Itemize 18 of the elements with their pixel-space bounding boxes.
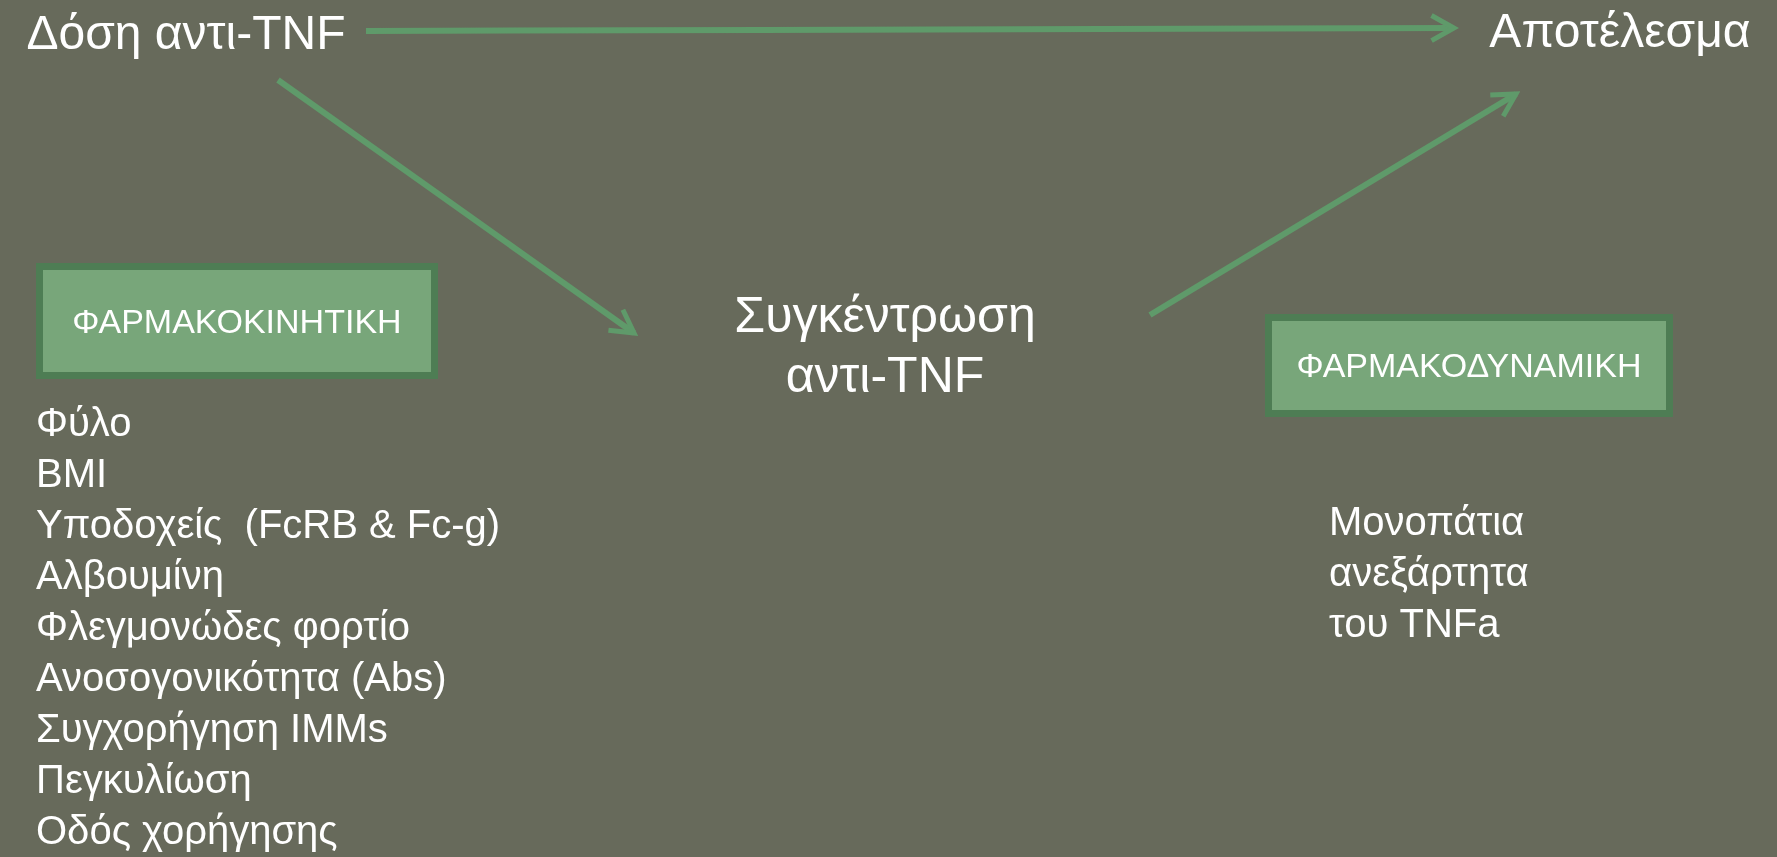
arrow (276, 77, 637, 336)
node-text: Συγκέντρωση αντι-TNF (690, 280, 1080, 410)
node-text: Αποτέλεσμα (1470, 0, 1770, 62)
list-item: Οδός χορήγησης (36, 807, 338, 854)
list-item: Συγχορήγηση IMMs (36, 705, 388, 752)
process-box: ΦΑΡΜΑΚΟΚΙΝΗΤΙΚΗ (36, 263, 438, 379)
arrow (366, 13, 1457, 44)
list-item: Φλεγμονώδες φορτίο (36, 603, 411, 650)
list-item: Υποδοχείς (FcRB & Fc-g) (36, 501, 501, 548)
node-text: Δόση αντι-TNF (8, 2, 364, 64)
list-item: Μονοπάτια ανεξάρτητα του TNFa (1329, 498, 1530, 647)
process-box: ΦΑΡΜΑΚΟΔΥΝΑΜΙΚΗ (1265, 314, 1673, 417)
list-item: Ανοσογονικότητα (Abs) (36, 654, 447, 701)
arrow (1148, 91, 1519, 318)
list-item: Αλβουμίνη (36, 552, 224, 599)
list-item: Φύλο (36, 399, 132, 446)
list-item: BMI (36, 450, 108, 497)
list-item: Πεγκυλίωση (36, 756, 252, 803)
